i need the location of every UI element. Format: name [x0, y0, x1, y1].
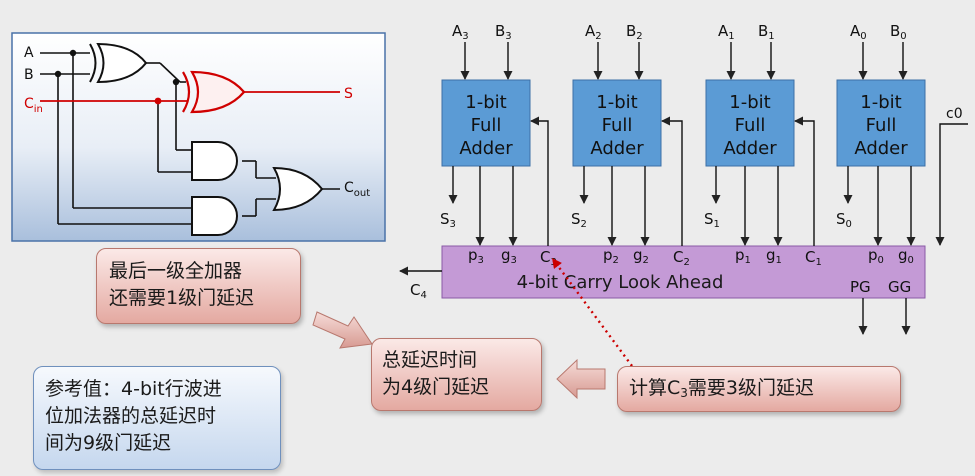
adder-0-line2: Full: [866, 115, 897, 136]
full-adder-1: A1 B1 1-bit Full Adder S1: [704, 22, 815, 246]
full-adder-0-box: [836, 79, 926, 167]
callout-last-stage-line1: 最后一级全加器: [109, 260, 243, 282]
adder-1-line1: 1-bit: [729, 92, 770, 113]
input-cin-label: Cin: [24, 96, 43, 115]
input-a-label: A: [24, 45, 34, 61]
adder-0-line1: 1-bit: [860, 92, 901, 113]
cla-unit-label: 4-bit Carry Look Ahead: [517, 272, 724, 293]
input-b3-label: B3: [495, 22, 512, 42]
adder-2-line2: Full: [602, 115, 633, 136]
g1-label: g1: [766, 246, 782, 266]
callout-last-stage-line2: 还需要1级门延迟: [109, 287, 255, 309]
input-a3-label: A3: [452, 22, 469, 42]
block-arrow-right: [312, 311, 373, 349]
full-adder-3: A3 B3 1-bit Full Adder S3: [440, 22, 549, 246]
input-b2-label: B2: [626, 22, 643, 42]
group-p-label: PG: [850, 278, 871, 296]
p1-label: p1: [735, 246, 751, 266]
full-adder-gate-circuit: A B Cin S Cout: [11, 32, 386, 242]
cin-junction: [154, 97, 162, 105]
c2-label: C2: [673, 248, 690, 268]
g0-label: g0: [898, 246, 914, 266]
xor-gate-1: [89, 42, 148, 84]
or-gate: [272, 166, 324, 212]
adder-3-line1: 1-bit: [465, 92, 506, 113]
carry-out-label: C4: [410, 281, 427, 301]
full-adder-2-box: [572, 79, 662, 167]
adder-3-line3: Adder: [459, 138, 513, 159]
and-gate-2: [191, 196, 238, 236]
input-b1-label: B1: [758, 22, 775, 42]
callout-last-stage: 最后一级全加器 还需要1级门延迟: [96, 248, 301, 324]
full-adder-1-box: [705, 79, 795, 167]
callout-calc-c3-text: 计算C3需要3级门延迟: [629, 377, 815, 400]
g3-label: g3: [501, 246, 517, 266]
cla-unit-box: [441, 245, 926, 299]
p3-label: p3: [468, 246, 484, 266]
callout-reference: 参考值：4-bit行波进 位加法器的总延迟时 间为9级门延迟: [33, 366, 281, 470]
red-wires: [40, 91, 340, 102]
carry-in-label: c0: [946, 106, 963, 122]
cla-signal-labels: p3 g3 C3 p2 g2 C2 p1 g1 C1 p0 g0 PG GG: [468, 246, 914, 296]
input-a0-label: A0: [850, 22, 867, 42]
c1-label: C1: [805, 248, 822, 268]
adder-1-line2: Full: [735, 115, 766, 136]
output-s-label: S: [344, 86, 353, 102]
callout-total-delay: 总延迟时间 为4级门延迟: [371, 338, 542, 411]
p0-label: p0: [868, 246, 884, 266]
g2-label: g2: [633, 246, 649, 266]
cla-block-diagram: 4-bit Carry Look Ahead A3 B3 1-bit Full …: [399, 22, 968, 367]
output-s0-label: S0: [836, 210, 852, 230]
input-b-label: B: [24, 67, 34, 83]
full-adder-2: A2 B2 1-bit Full Adder S2: [571, 22, 683, 246]
adder-3-line2: Full: [471, 115, 502, 136]
output-s3-label: S3: [440, 210, 456, 230]
output-cout-label: Cout: [344, 180, 370, 199]
callout-calc-c3: 计算C3需要3级门延迟: [617, 366, 901, 412]
output-s2-label: S2: [571, 210, 587, 230]
output-s1-label: S1: [704, 210, 720, 230]
carry-in-wire: [935, 123, 968, 246]
callout-reference-line2: 位加法器的总延迟时: [45, 405, 217, 427]
adder-2-line3: Adder: [590, 138, 644, 159]
callout-reference-line3: 间为9级门延迟: [45, 432, 172, 454]
adder-0-line3: Adder: [854, 138, 908, 159]
group-g-label: GG: [888, 278, 911, 296]
block-arrow-left: [556, 358, 606, 400]
black-wires: [40, 52, 340, 225]
xor-gate-2: [182, 70, 246, 114]
callout-total-line1: 总延迟时间: [382, 349, 478, 371]
input-b0-label: B0: [890, 22, 907, 42]
full-adder-3-box: [441, 79, 531, 167]
input-a1-label: A1: [718, 22, 735, 42]
wire-junctions: [54, 49, 180, 86]
p2-label: p2: [603, 246, 619, 266]
full-adder-0: A0 B0 1-bit Full Adder S0: [836, 22, 926, 246]
callout-total-line2: 为4级门延迟: [382, 376, 490, 398]
adder-1-line3: Adder: [723, 138, 777, 159]
input-a2-label: A2: [585, 22, 602, 42]
and-gate-1: [191, 141, 238, 181]
callout-reference-line1: 参考值：4-bit行波进: [45, 378, 222, 400]
adder-2-line1: 1-bit: [596, 92, 637, 113]
